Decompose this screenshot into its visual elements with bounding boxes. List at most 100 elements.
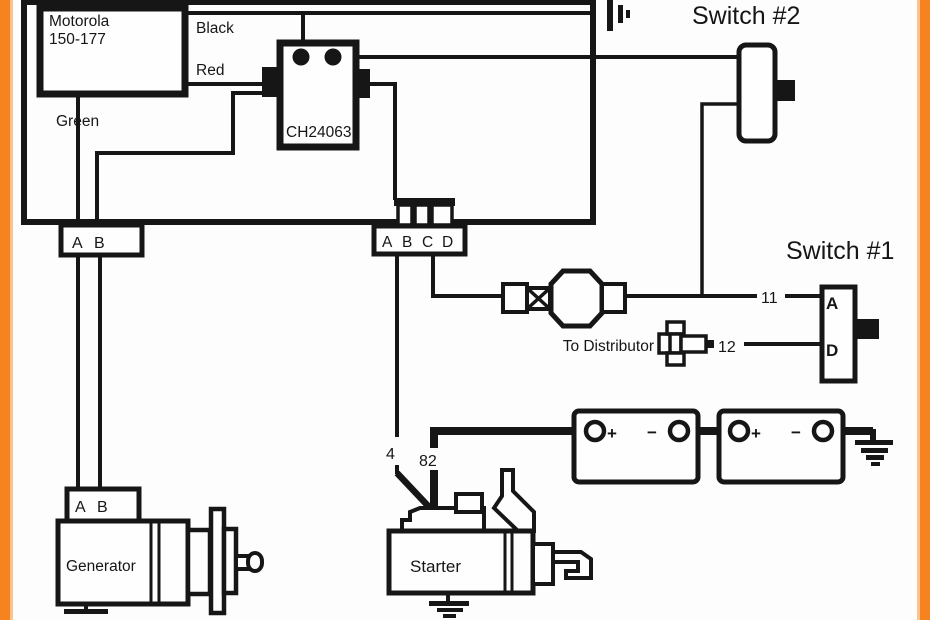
fuse-assembly [501,268,627,329]
battery2-minus-sign: − [791,423,801,442]
battery1-minus-sign: − [647,423,657,442]
switch2-lower-wire [700,102,739,296]
switch1-title: Switch #1 [786,237,894,265]
connector-comb-tooth [413,203,431,227]
regulator-label-line2: 150-177 [49,31,106,48]
connector-abcd-letter-c: C [422,234,433,251]
generator-body [55,518,191,607]
generator-letter-a: A [75,499,86,516]
wire-12-label: 12 [718,339,736,356]
ground-symbol-top [607,0,630,31]
fuse-xbox-cross [525,286,552,311]
ground-bar [871,462,880,466]
starter-label: Starter [410,557,461,576]
fuse-left-terminal [501,282,529,314]
distributor-connector: To Distributor [563,320,714,367]
starter-shaft-hook [551,550,593,580]
generator-label: Generator [66,558,136,575]
module-to-connector-wire [368,82,397,200]
switch1-terminal-d: D [826,341,838,360]
distributor-right-lug [679,334,708,354]
generator: A B Generator [55,486,264,616]
battery2: + − [716,408,846,485]
right-accent-bar-fade [917,0,920,620]
distributor-top-cap [665,320,686,336]
switch2: Switch #2 [692,2,800,144]
starter-ground-bar [443,614,456,618]
connector-abcd-box [371,223,468,257]
connector-ab-letter-b: B [94,235,105,252]
connector-ab-box [58,222,145,258]
regulator-box [36,4,189,98]
generator-shaft-tip [246,551,264,573]
wire-11-label: 11 [761,290,778,307]
generator-band-lines [149,521,161,604]
switch1: Switch #1 A D 11 12 [718,237,894,384]
red-wire-label: Red [196,62,224,79]
connector-abcd-letter-a: A [382,234,393,251]
to-distributor-label: To Distributor [563,338,654,355]
regulator: Motorola 150-177 [36,4,189,98]
switch1-terminal-a: A [826,294,838,313]
ground-bar [861,448,888,453]
starter-drive-housing [531,542,555,586]
black-wire-label: Black [196,20,234,37]
module-label: CH24063 [286,124,352,141]
module-terminal-dot-right [324,48,342,66]
wire-4-label: 4 [386,446,395,463]
field-sense-wire [95,91,262,225]
connector-comb-bar [394,198,455,206]
battery1-plus-sign: + [607,424,617,443]
ground-bar [866,455,884,460]
switch2-toggle-tab [775,80,795,101]
generator-end-section [185,527,213,597]
harness-outline-box [21,0,596,225]
green-wire-label: Green [56,113,99,130]
module-right-tab [355,69,370,98]
battery1-plus-post [583,419,607,443]
connector-comb-tooth [396,203,414,227]
right-accent-bar [920,0,930,620]
wire-82-label: 82 [419,453,437,470]
starter-lever-arm [491,468,536,533]
switch2-title: Switch #2 [692,2,800,30]
starter-solenoid-block [454,492,484,514]
module-ch24063: CH24063 [262,39,370,151]
regulator-label-line1: Motorola [49,13,110,30]
fuse-octagon-body [548,268,605,329]
connector-abcd-letter-d: D [442,234,453,251]
ground-bar [607,0,613,31]
connector-c-to-fuse-wire [431,254,503,298]
ground-bar [626,10,630,18]
module-terminal-dot-left [292,48,310,66]
switch2-body [736,42,778,144]
left-accent-bar-fade [10,0,13,620]
battery1-minus-post [667,419,691,443]
module-left-tab [262,67,279,97]
battery2-plus-sign: + [751,424,761,443]
generator-ground-bar [64,609,108,614]
generator-letter-b: B [97,499,108,516]
module-box [276,39,360,151]
starter-band-lines [503,531,514,593]
distributor-stub [706,340,714,348]
starter-4-wire-diagonal [394,470,433,511]
battery-82-wire [430,427,588,448]
ground-bar [618,5,623,23]
connector-abcd-letter-b: B [402,234,412,251]
ground-symbol-battery [855,440,893,466]
connector-ab: A B [58,222,145,258]
distributor-bottom-cap [665,351,686,367]
switch1-toggle-tab [855,319,879,339]
starter-ground-bar [437,608,463,612]
connector-comb-tooth [430,203,454,227]
ground-bar [855,440,893,445]
fuse-right-terminal [600,282,627,314]
starter: Starter [386,468,593,618]
left-accent-bar [0,0,10,620]
connector-abcd: A B C D [371,198,468,257]
battery1: + − [571,408,701,485]
battery2-minus-post [811,419,835,443]
